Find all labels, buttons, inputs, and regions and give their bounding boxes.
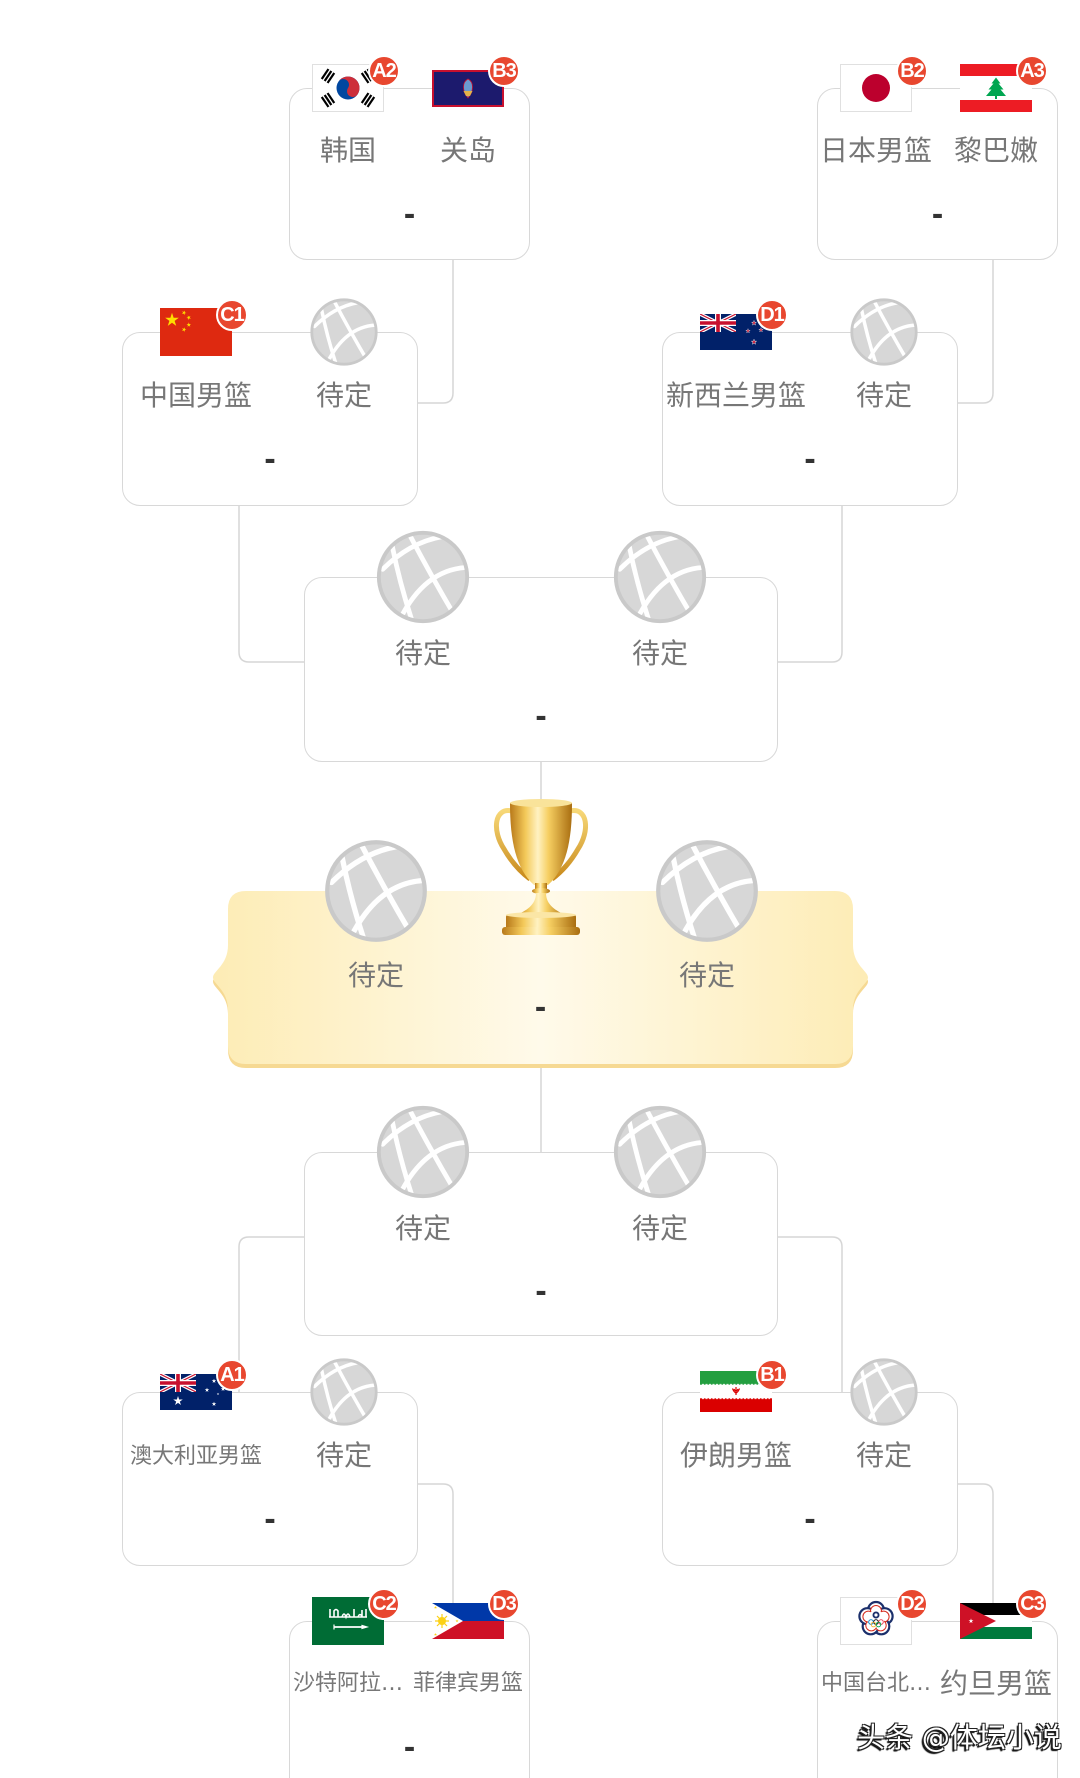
watermark: 头条 @体坛小说 xyxy=(857,1721,1062,1754)
basketball-placeholder-icon xyxy=(654,838,760,944)
seed-badge: A2 xyxy=(368,55,400,87)
match-score: - xyxy=(535,697,547,735)
guam-flag-icon xyxy=(432,70,504,107)
basketball-placeholder-icon xyxy=(375,529,471,625)
seed-badge: B2 xyxy=(896,55,928,87)
seed-badge: A3 xyxy=(1016,55,1048,87)
team-name: 待定 xyxy=(394,1212,452,1245)
match-score: - xyxy=(403,1728,416,1766)
match-score: - xyxy=(931,1728,944,1766)
team-name: 约旦男篮 xyxy=(939,1667,1053,1700)
basketball-placeholder-icon xyxy=(309,297,379,367)
match-card-final[interactable]: 待定 待定 - xyxy=(213,799,868,1068)
team-name: 日本男篮 xyxy=(819,134,933,167)
iran-flag-icon xyxy=(700,1371,772,1412)
seed-badge: B3 xyxy=(488,55,520,87)
match-card-korea-vs-guam[interactable]: A2 韩国 B3 关岛 - xyxy=(289,55,530,260)
team-name: 澳大利亚男篮 xyxy=(129,1444,263,1469)
match-card-semifinal-top[interactable]: 待定 待定 - xyxy=(304,577,778,762)
team-name: 伊朗男篮 xyxy=(679,1439,793,1472)
match-card-china-vs-tbd[interactable]: C1 中国男篮 待定 - xyxy=(122,332,418,506)
seed-badge: C3 xyxy=(1016,1588,1048,1620)
team-name: 待定 xyxy=(315,379,373,412)
basketball-placeholder-icon xyxy=(375,1104,471,1200)
team-name: 沙特阿拉… xyxy=(292,1671,404,1696)
team-name: 待定 xyxy=(315,1439,373,1472)
basketball-placeholder-icon xyxy=(309,1357,379,1427)
team-name: 待定 xyxy=(855,379,913,412)
match-card-chinese-taipei-vs-jordan[interactable]: D2 中国台北… C3 约旦男篮 - xyxy=(817,1588,1058,1778)
match-card-new-zealand-vs-tbd[interactable]: D1 新西兰男篮 待定 - xyxy=(662,332,958,506)
basketball-placeholder-icon xyxy=(849,1357,919,1427)
saudi-arabia-flag-icon xyxy=(312,1597,384,1645)
seed-badge: D3 xyxy=(488,1588,520,1620)
philippines-flag-icon xyxy=(432,1603,504,1639)
team-name: 待定 xyxy=(631,637,689,670)
match-score: - xyxy=(403,195,416,233)
seed-badge: C2 xyxy=(368,1588,400,1620)
team-name: 黎巴嫩 xyxy=(953,134,1039,167)
match-card-saudi-arabia-vs-philippines[interactable]: C2 沙特阿拉… D3 菲律宾男篮 xyxy=(289,1588,530,1778)
seed-badge: A1 xyxy=(216,1359,248,1391)
match-score: - xyxy=(534,988,547,1026)
seed-badge: D1 xyxy=(756,299,788,331)
seed-badge: C1 xyxy=(216,299,248,331)
basketball-placeholder-icon xyxy=(323,838,429,944)
jordan-flag-icon xyxy=(960,1603,1032,1639)
match-score: - xyxy=(804,440,816,478)
match-score: - xyxy=(931,195,944,233)
team-name: 新西兰男篮 xyxy=(665,379,807,412)
team-name: 菲律宾男篮 xyxy=(412,1671,524,1696)
lebanon-flag-icon xyxy=(960,64,1032,112)
team-name: 中国男篮 xyxy=(139,379,253,412)
match-score: - xyxy=(804,1500,816,1538)
team-name: 待定 xyxy=(631,1212,689,1245)
team-name: 待定 xyxy=(855,1439,913,1472)
basketball-placeholder-icon xyxy=(849,297,919,367)
team-name: 中国台北… xyxy=(820,1671,932,1696)
match-score: - xyxy=(535,1272,547,1310)
basketball-placeholder-icon xyxy=(612,1104,708,1200)
gold-trophy-icon xyxy=(490,797,592,939)
match-score: - xyxy=(264,1500,276,1538)
team-name: 待定 xyxy=(394,637,452,670)
match-score: - xyxy=(264,440,276,478)
chinese-taipei-flag-icon xyxy=(840,1597,912,1645)
seed-badge: B1 xyxy=(756,1359,788,1391)
team-name: 关岛 xyxy=(439,134,497,167)
match-card-iran-vs-tbd[interactable]: B1 伊朗男篮 待定 - xyxy=(662,1392,958,1566)
team-name: 待定 xyxy=(347,959,405,992)
seed-badge: D2 xyxy=(896,1588,928,1620)
match-card-australia-vs-tbd[interactable]: A1 澳大利亚男篮 待定 - xyxy=(122,1392,418,1566)
basketball-placeholder-icon xyxy=(612,529,708,625)
match-card-semifinal-bottom[interactable]: 待定 待定 - xyxy=(304,1152,778,1336)
team-name: 韩国 xyxy=(319,134,377,167)
team-name: 待定 xyxy=(678,959,736,992)
match-card-japan-vs-lebanon[interactable]: B2 日本男篮 A3 黎巴嫩 - xyxy=(817,55,1058,260)
